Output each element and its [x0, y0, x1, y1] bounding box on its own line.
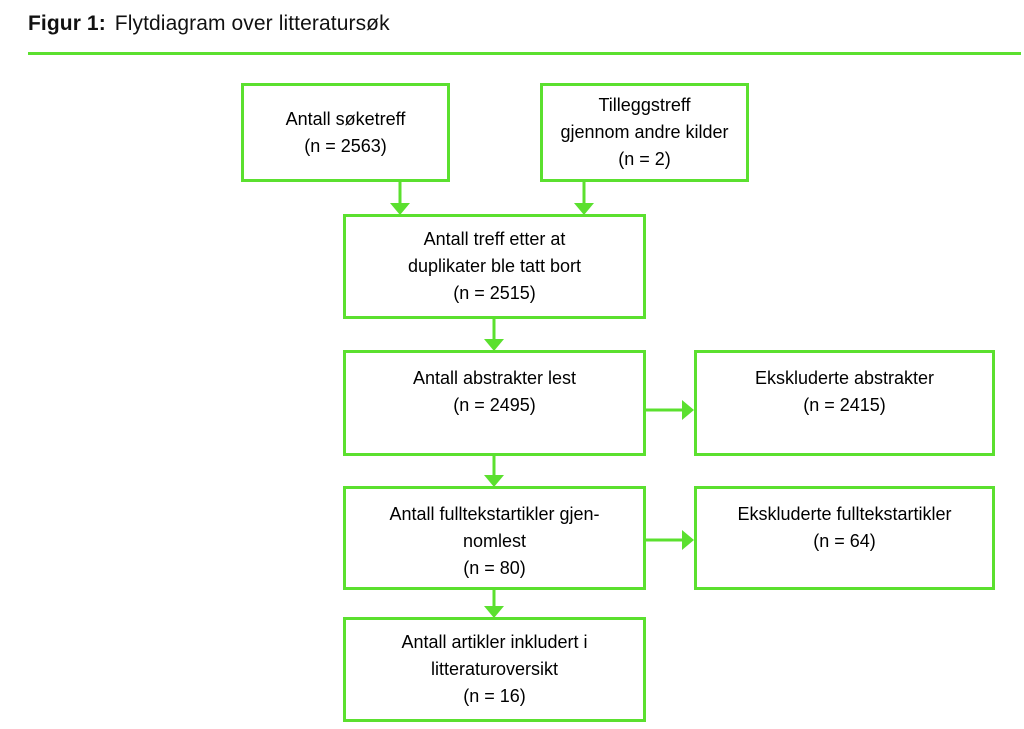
box-after-duplicates-line: Antall treff etter at [423, 229, 566, 249]
box-excluded-abstracts-line: Ekskluderte abstrakter [754, 368, 935, 388]
arrow-search-hits-to-dedup [390, 181, 410, 215]
box-fulltext-read-line: nomlest [462, 531, 527, 551]
title-divider-line [28, 52, 1021, 55]
figure-title-label: Figur 1: [28, 12, 106, 35]
box-excluded-fulltext: Ekskluderte fulltekstartikler (n = 64) [694, 486, 995, 590]
box-search-hits-line: Antall søketreff [285, 108, 406, 129]
box-additional-hits-line: Tilleggstreff [598, 95, 691, 115]
box-included: Antall artikler inkludert i litteraturov… [343, 617, 646, 722]
box-included-count: (n = 16) [463, 686, 526, 706]
box-abstracts-read-line: Antall abstrakter lest [412, 368, 577, 388]
box-excluded-abstracts-count: (n = 2415) [803, 395, 886, 415]
arrow-abstracts-to-fulltext [484, 456, 504, 487]
box-search-hits-count: (n = 2563) [304, 135, 387, 156]
box-fulltext-read-count: (n = 80) [463, 558, 526, 578]
box-after-duplicates: Antall treff etter at duplikater ble tat… [343, 214, 646, 319]
box-included-line: litteraturoversikt [430, 659, 559, 679]
box-additional-hits-count: (n = 2) [618, 149, 671, 169]
box-included-line: Antall artikler inkludert i [401, 632, 588, 652]
box-after-duplicates-line: duplikater ble tatt bort [407, 256, 582, 276]
arrow-abstracts-to-excluded-abstracts [646, 400, 694, 420]
box-excluded-fulltext-line: Ekskluderte fulltekstartikler [737, 504, 952, 524]
figure-title: Figur 1: Flytdiagram over litteratursøk [28, 12, 390, 36]
box-excluded-abstracts: Ekskluderte abstrakter (n = 2415) [694, 350, 995, 456]
arrow-fulltext-to-excluded-fulltext [646, 530, 694, 550]
box-additional-hits: Tilleggstreff gjennom andre kilder (n = … [540, 83, 749, 182]
box-fulltext-read-line: Antall fulltekstartikler gjen- [389, 504, 600, 524]
box-abstracts-read-count: (n = 2495) [453, 395, 536, 415]
box-additional-hits-line: gjennom andre kilder [560, 122, 729, 142]
box-fulltext-read: Antall fulltekstartikler gjen- nomlest (… [343, 486, 646, 590]
box-excluded-fulltext-count: (n = 64) [813, 531, 876, 551]
arrow-fulltext-to-included [484, 590, 504, 618]
figure-title-text: Flytdiagram over litteratursøk [114, 12, 390, 35]
arrow-dedup-to-abstracts [484, 319, 504, 351]
box-abstracts-read: Antall abstrakter lest (n = 2495) [343, 350, 646, 456]
arrow-additional-hits-to-dedup [574, 181, 594, 215]
box-search-hits: Antall søketreff (n = 2563) [241, 83, 450, 182]
box-after-duplicates-count: (n = 2515) [453, 283, 536, 303]
